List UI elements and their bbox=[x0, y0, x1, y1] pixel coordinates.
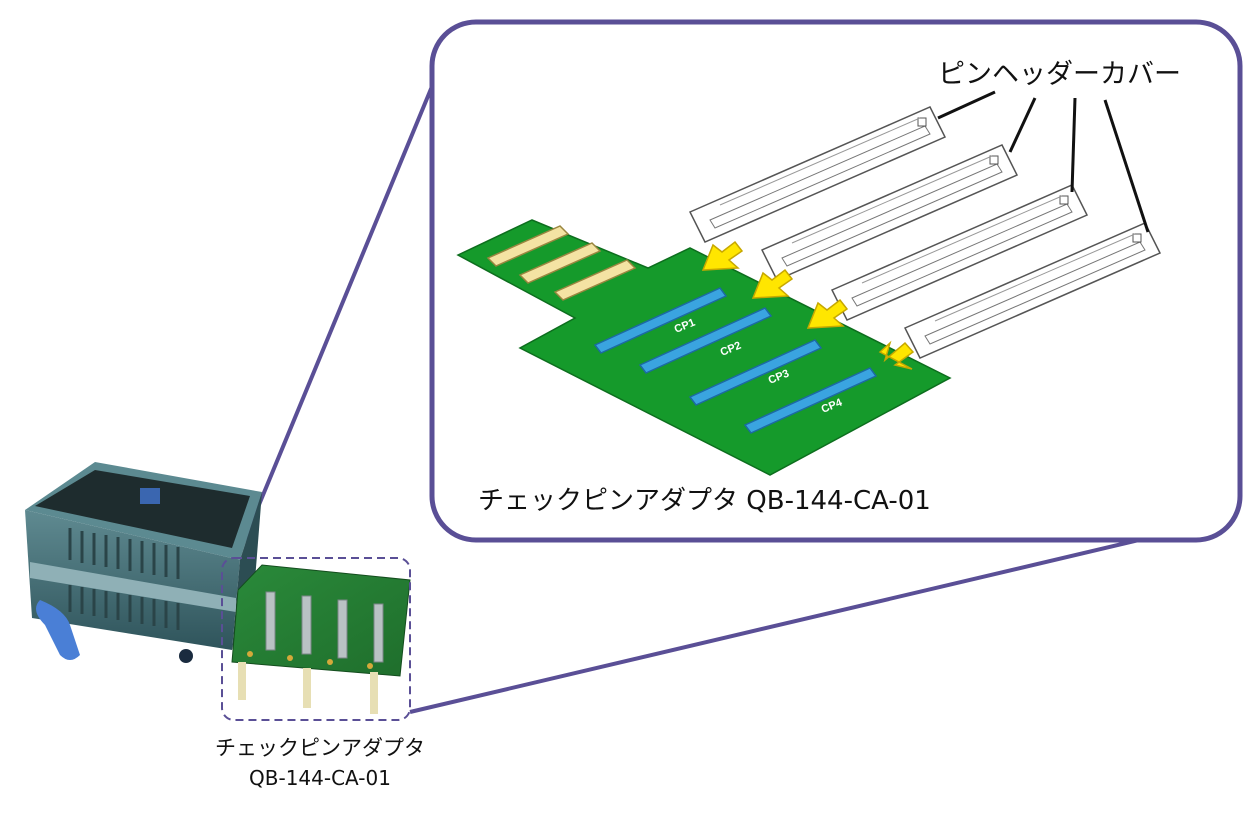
arrow-down-left-icon bbox=[701, 240, 744, 271]
pin-header-cover bbox=[903, 222, 1162, 359]
pin-header-cover bbox=[760, 144, 1019, 281]
arrow-down-left-icon bbox=[751, 268, 794, 299]
emulator-photo bbox=[25, 462, 262, 663]
adapter-photo bbox=[231, 564, 411, 714]
cover-leader-lines bbox=[937, 90, 1150, 233]
photo-caption-name: チェックピンアダプタ bbox=[215, 736, 425, 760]
pin-header-cover-label: ピンヘッダーカバー bbox=[938, 59, 1181, 90]
photo-caption-model: QB-144-CA-01 bbox=[249, 766, 391, 790]
board-sockets bbox=[486, 225, 637, 301]
check-pin-connectors bbox=[593, 287, 878, 434]
adapter-highlight-box bbox=[221, 557, 411, 721]
pin-header-cover bbox=[688, 106, 947, 243]
insertion-arrows bbox=[701, 240, 915, 370]
pin-header-covers bbox=[688, 106, 1162, 359]
adapter-caption: チェックピンアダプタ QB-144-CA-01 bbox=[478, 486, 931, 516]
arrow-down-left-icon bbox=[806, 298, 849, 329]
arrow-down-left-icon bbox=[878, 340, 915, 370]
zoom-connector-lines bbox=[230, 54, 1191, 714]
zoom-callout-frame bbox=[429, 19, 1243, 543]
